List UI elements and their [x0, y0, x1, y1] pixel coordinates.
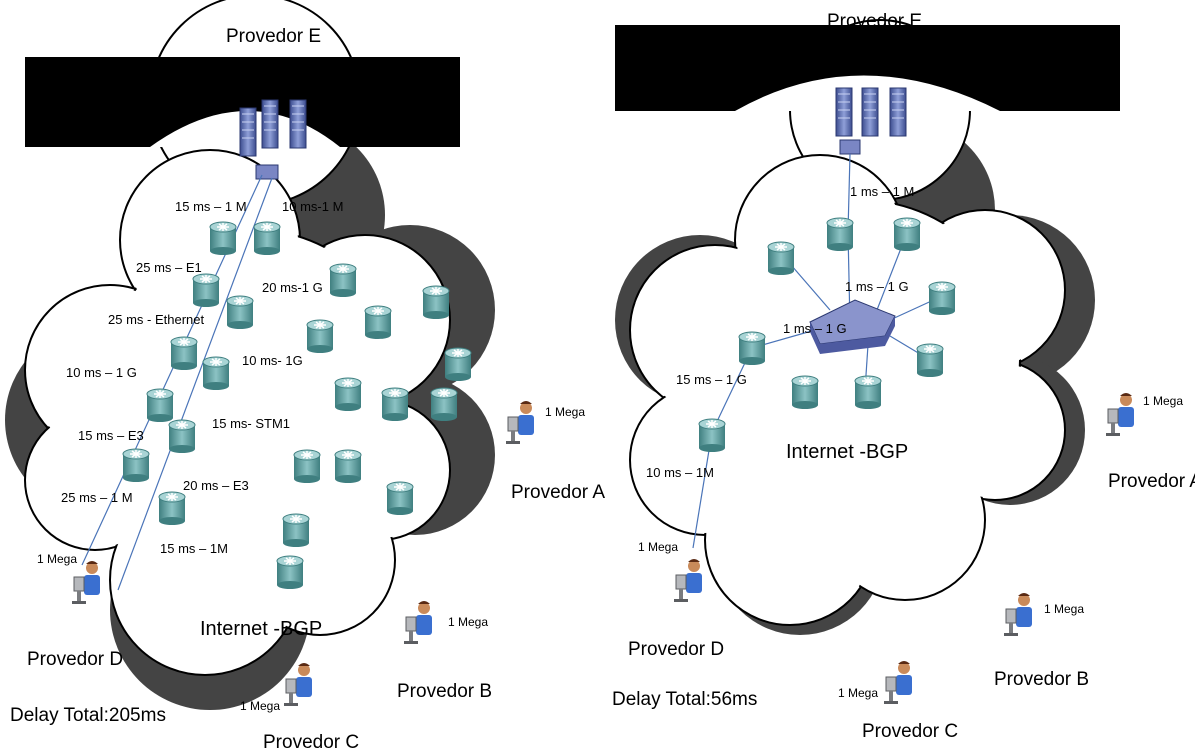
- left-user-c-capacity: 1 Mega: [240, 699, 280, 713]
- router: [209, 221, 237, 256]
- right-user-d-capacity: 1 Mega: [638, 540, 678, 554]
- left-network-panel: Provedor E Provedor A Provedor B Provedo…: [5, 0, 605, 753]
- left-internet-bgp-label: Internet -BGP: [200, 618, 322, 640]
- left-link-label: 25 ms - Ethernet: [108, 312, 204, 327]
- left-link-label: 15 ms – 1 M: [175, 199, 247, 214]
- right-link-label: 1 ms – 1 G: [783, 321, 847, 336]
- router: [282, 513, 310, 548]
- router: [122, 448, 150, 483]
- router: [916, 343, 944, 378]
- left-server-farm: [239, 99, 307, 157]
- right-user-a-icon: [1105, 392, 1135, 437]
- left-link-label: 20 ms – E3: [183, 478, 249, 493]
- left-provider-c-label: Provedor C: [263, 732, 359, 753]
- router: [168, 419, 196, 454]
- router: [893, 217, 921, 252]
- right-user-c-icon: [883, 660, 913, 705]
- right-provider-c-label: Provedor C: [862, 721, 958, 742]
- right-access-switch: [839, 139, 861, 155]
- router: [430, 387, 458, 422]
- router: [386, 481, 414, 516]
- left-link-label: 10 ms – 1 G: [66, 365, 137, 380]
- right-user-b-capacity: 1 Mega: [1044, 602, 1084, 616]
- router: [334, 449, 362, 484]
- right-provider-a-label: Provedor A: [1108, 471, 1195, 492]
- left-provider-d-label: Provedor D: [27, 649, 123, 670]
- left-link-label: 10 ms- 1G: [242, 353, 303, 368]
- router: [738, 331, 766, 366]
- router: [444, 347, 472, 382]
- left-link-label: 15 ms – E3: [78, 428, 144, 443]
- router: [791, 375, 819, 410]
- router: [767, 241, 795, 276]
- router: [422, 285, 450, 320]
- left-link-label: 10 ms-1 M: [282, 199, 343, 214]
- left-user-d-capacity: 1 Mega: [37, 552, 77, 566]
- left-provider-b-label: Provedor B: [397, 681, 492, 702]
- right-provider-e-label: Provedor E: [827, 11, 922, 32]
- left-link-label: 25 ms – E1: [136, 260, 202, 275]
- router: [329, 263, 357, 298]
- right-network-panel: Provedor E Provedor A Provedor B Provedo…: [612, 11, 1195, 742]
- left-link-label: 15 ms- STM1: [212, 416, 290, 431]
- right-link-label: 1 ms – 1 G: [845, 279, 909, 294]
- right-server-farm: [835, 87, 907, 137]
- right-delay-total: Delay Total:56ms: [612, 689, 757, 710]
- left-access-switch: [255, 164, 279, 180]
- right-link-label: 10 ms – 1M: [646, 465, 714, 480]
- router: [826, 217, 854, 252]
- right-user-c-capacity: 1 Mega: [838, 686, 878, 700]
- right-provider-d-label: Provedor D: [628, 639, 724, 660]
- left-link-label: 15 ms – 1M: [160, 541, 228, 556]
- right-core-switch: [809, 299, 896, 354]
- left-delay-total: Delay Total:205ms: [10, 705, 166, 726]
- router: [364, 305, 392, 340]
- router: [146, 388, 174, 423]
- router: [698, 418, 726, 453]
- right-link-label: 15 ms – 1 G: [676, 372, 747, 387]
- left-user-d-icon: [71, 560, 101, 605]
- left-provider-e-label: Provedor E: [226, 26, 321, 47]
- right-link-label: 1 ms – 1 M: [850, 184, 914, 199]
- right-internet-bgp-label: Internet -BGP: [786, 441, 908, 463]
- right-user-d-icon: [673, 558, 703, 603]
- router: [170, 336, 198, 371]
- router: [928, 281, 956, 316]
- left-user-b-capacity: 1 Mega: [448, 615, 488, 629]
- router: [854, 375, 882, 410]
- left-link-label: 25 ms – 1 M: [61, 490, 133, 505]
- right-provider-b-label: Provedor B: [994, 669, 1089, 690]
- right-user-b-icon: [1003, 592, 1033, 637]
- left-user-a-icon: [505, 400, 535, 445]
- router: [226, 295, 254, 330]
- router: [334, 377, 362, 412]
- router: [306, 319, 334, 354]
- left-link-label: 20 ms-1 G: [262, 280, 323, 295]
- router: [253, 221, 281, 256]
- router: [202, 356, 230, 391]
- router: [293, 449, 321, 484]
- router: [276, 555, 304, 590]
- router: [192, 273, 220, 308]
- router: [381, 387, 409, 422]
- left-provider-a-label: Provedor A: [511, 482, 605, 503]
- router: [158, 491, 186, 526]
- left-user-a-capacity: 1 Mega: [545, 405, 585, 419]
- left-user-b-icon: [403, 600, 433, 645]
- right-user-a-capacity: 1 Mega: [1143, 394, 1183, 408]
